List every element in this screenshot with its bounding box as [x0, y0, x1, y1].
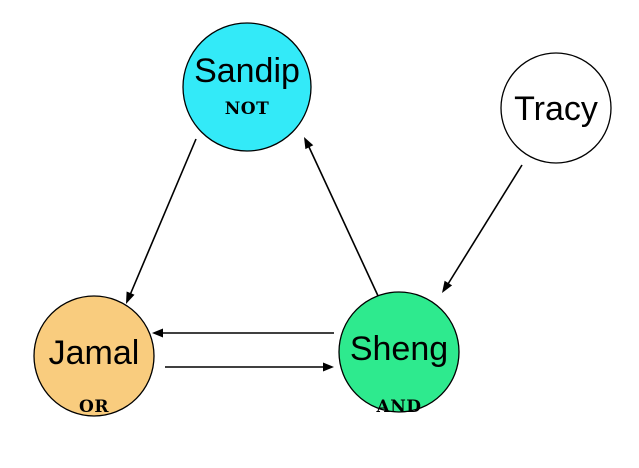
edge-sandip-to-jamal	[126, 138, 197, 304]
edge-tracy-to-sheng	[442, 164, 523, 293]
sheng-name: Sheng	[350, 330, 448, 368]
sandip-gate: NOT	[225, 99, 270, 119]
edge-sheng-to-jamal	[152, 328, 334, 338]
node-sheng: Sheng AND	[338, 291, 460, 417]
node-jamal: Jamal OR	[33, 295, 155, 417]
sheng-circle	[338, 291, 460, 413]
jamal-gate: OR	[79, 397, 109, 417]
tracy-name: Tracy	[514, 90, 598, 128]
node-tracy: Tracy	[500, 52, 612, 164]
jamal-circle	[33, 295, 155, 417]
tracy-circle	[500, 52, 612, 164]
edge-sheng-to-sandip	[304, 137, 380, 299]
jamal-name: Jamal	[49, 334, 140, 372]
sandip-name: Sandip	[194, 52, 300, 90]
edges	[126, 137, 523, 372]
sandip-circle	[182, 22, 312, 152]
edge-jamal-to-sheng	[165, 362, 334, 372]
sheng-gate: AND	[376, 397, 422, 417]
node-sandip: Sandip NOT	[182, 22, 312, 152]
